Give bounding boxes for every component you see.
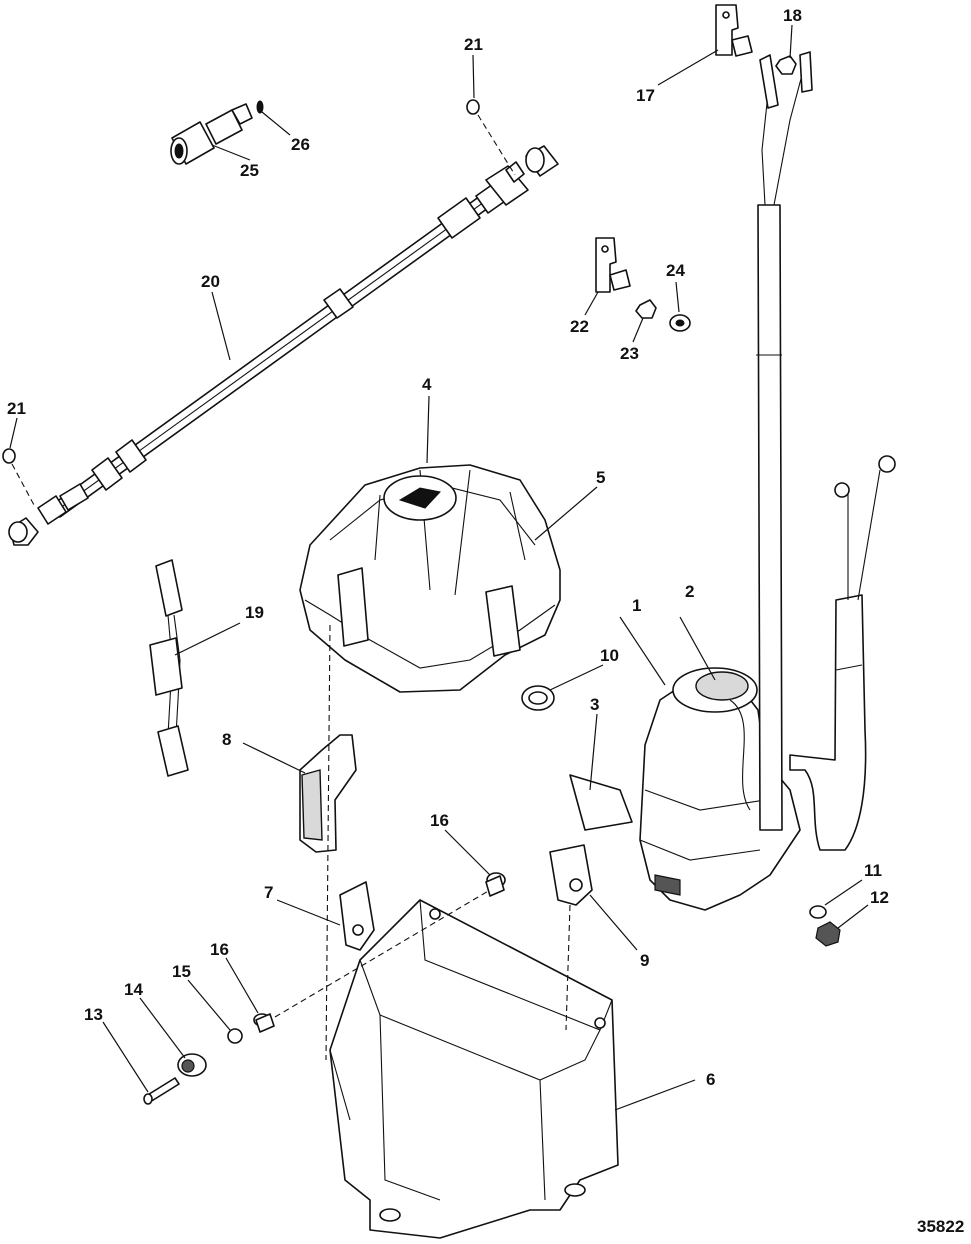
callout-16-lower: 16 [210, 940, 229, 959]
part-23-nut [635, 299, 657, 319]
callout-5: 5 [596, 468, 605, 487]
callout-6: 6 [706, 1070, 715, 1089]
part-26-o-ring [256, 100, 264, 114]
part-21-o-ring-top [466, 99, 480, 115]
callout-19: 19 [245, 603, 264, 622]
callout-20: 20 [201, 272, 220, 291]
callout-14: 14 [124, 980, 143, 999]
part-4-cover [299, 464, 561, 693]
part-14-grommet [177, 1053, 207, 1077]
callout-25: 25 [240, 161, 259, 180]
part-8-bracket [299, 734, 357, 853]
part-1-pump [639, 667, 801, 911]
part-7-grommet [339, 881, 375, 951]
alignment-line-21-top [477, 114, 516, 176]
part-20-hose [37, 161, 529, 525]
callout-13: 13 [84, 1005, 103, 1024]
callout-16-upper: 16 [430, 811, 449, 830]
callout-22: 22 [570, 317, 589, 336]
cable-bundle-main [756, 51, 813, 831]
callout-23: 23 [620, 344, 639, 363]
part-12-nut [815, 921, 841, 947]
cable-bundle-side [789, 455, 896, 851]
callout-7: 7 [264, 883, 273, 902]
part-13-screw [143, 1077, 180, 1105]
part-22-sensor [595, 237, 631, 293]
callout-labels: 1 2 3 4 5 6 7 8 9 10 11 12 13 14 15 16 1… [7, 6, 964, 1236]
callout-3: 3 [590, 695, 599, 714]
alignment-line-21-bottom [11, 463, 35, 506]
part-6-tray [329, 899, 619, 1239]
leader-lines [9, 24, 869, 1111]
part-18-nut [775, 55, 797, 75]
callout-21-top: 21 [464, 35, 483, 54]
callout-10: 10 [600, 646, 619, 665]
part-19-harness [149, 559, 189, 777]
callout-11: 11 [864, 861, 882, 880]
part-17-sensor [715, 4, 753, 57]
callout-8: 8 [222, 730, 231, 749]
part-25-fitting [170, 103, 253, 165]
part-21-o-ring-bottom [2, 448, 16, 464]
callout-9: 9 [640, 951, 649, 970]
callout-21-bottom: 21 [7, 399, 26, 418]
drawing-number: 35822 [917, 1217, 964, 1236]
callout-2: 2 [685, 582, 694, 601]
part-16-bushing-upper [485, 872, 506, 897]
part-11-washer [809, 905, 827, 919]
callout-15: 15 [172, 962, 191, 981]
part-15-washer [227, 1028, 243, 1044]
part-16-bushing-lower [253, 1013, 275, 1033]
hose-end-cap-bottom [8, 517, 39, 546]
callout-26: 26 [291, 135, 310, 154]
part-9-grommet [549, 844, 593, 906]
callout-4: 4 [422, 375, 432, 394]
callout-17: 17 [636, 86, 655, 105]
part-10-clamp [521, 685, 555, 711]
callout-12: 12 [870, 888, 889, 907]
callout-18: 18 [783, 6, 802, 25]
callout-1: 1 [632, 596, 641, 615]
alignment-line-grommet-9 [565, 904, 571, 1031]
alignment-line-cover-left [325, 624, 331, 1061]
alignment-line-16 [274, 889, 491, 1018]
callout-24: 24 [666, 261, 685, 280]
hose-end-cap-top [525, 145, 559, 177]
part-3-strap [569, 774, 633, 831]
